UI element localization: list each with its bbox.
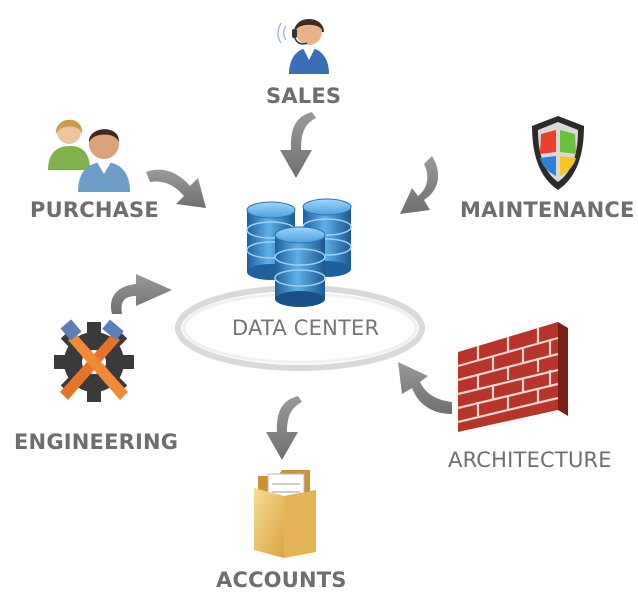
data-center-label: DATA CENTER — [232, 316, 380, 340]
purchase-label: PURCHASE — [30, 198, 159, 222]
arrow-architecture-to-center — [398, 362, 452, 414]
brick-wall-icon — [457, 322, 568, 432]
architecture-label: ARCHITECTURE — [448, 448, 612, 472]
engineering-label: ENGINEERING — [14, 430, 179, 454]
arrow-purchase-to-center — [146, 169, 206, 208]
support-agent-icon — [277, 19, 329, 74]
tools-gear-icon — [54, 319, 134, 402]
arrow-sales-to-center — [280, 112, 316, 178]
folder-icon — [254, 470, 316, 558]
accounts-label: ACCOUNTS — [216, 568, 347, 592]
security-shield-icon — [532, 116, 584, 190]
arrow-maintenance-to-center — [400, 156, 439, 214]
arrow-engineering-to-center — [111, 274, 172, 314]
users-icon — [48, 119, 130, 192]
arrow-center-to-accounts — [266, 396, 302, 460]
database-icon — [246, 198, 352, 307]
maintenance-label: MAINTENANCE — [460, 198, 635, 222]
sales-label: SALES — [266, 84, 342, 108]
